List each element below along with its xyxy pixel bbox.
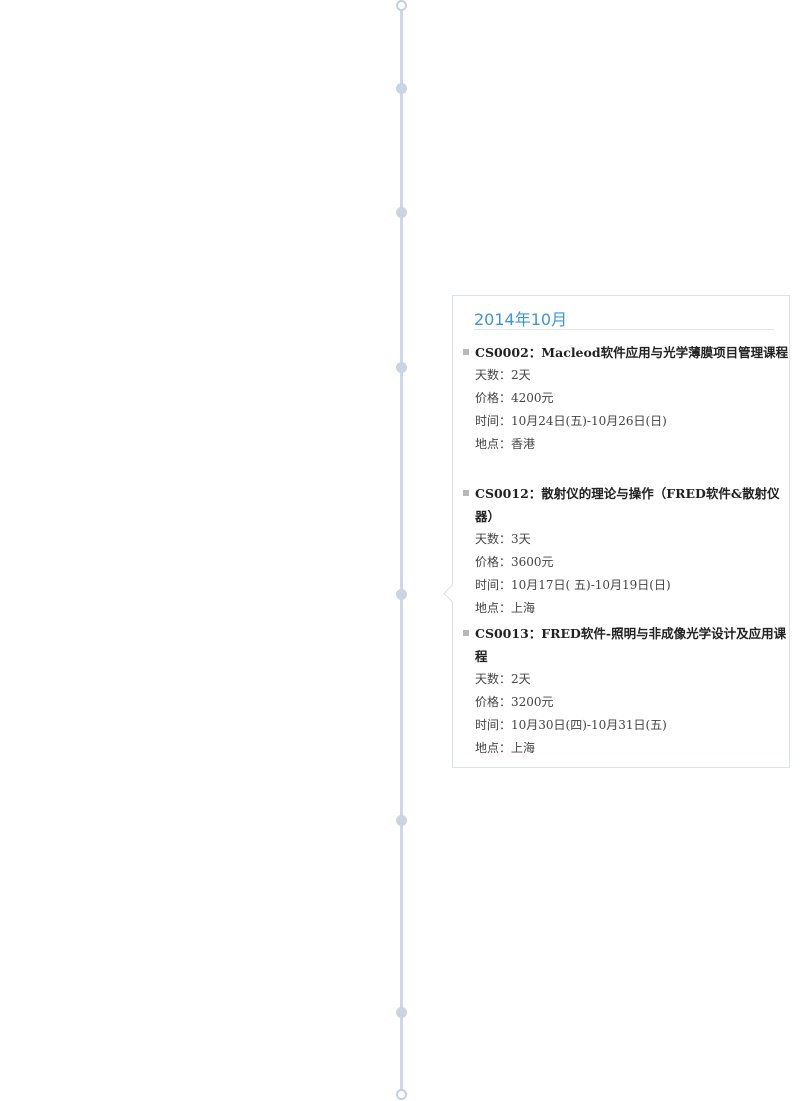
bullet-icon	[463, 490, 469, 496]
course-title[interactable]: CS0012：散射仪的理论与操作（FRED软件&散射仪器）	[463, 482, 789, 528]
course-days: 天数：2天	[475, 672, 531, 686]
course-days: 天数：3天	[475, 532, 531, 546]
course-place: 地点：上海	[475, 741, 536, 755]
course-price: 价格：3600元	[475, 555, 554, 569]
course-title-text: CS0012：散射仪的理论与操作（FRED软件&散射仪器）	[475, 486, 780, 524]
timeline-start-node	[396, 0, 407, 11]
course-place: 地点：香港	[475, 437, 536, 451]
course-days: 天数：2天	[475, 368, 531, 382]
card-arrow	[443, 584, 462, 603]
course-title-text: CS0002：Macleod软件应用与光学薄膜项目管理课程	[475, 345, 789, 360]
course-time: 时间：10月17日( 五)-10月19日(日)	[475, 578, 671, 592]
course-title-text: CS0013：FRED软件-照明与非成像光学设计及应用课程	[475, 626, 787, 664]
timeline-node[interactable]	[396, 207, 407, 218]
course-card: 2014年10月 CS0002：Macleod软件应用与光学薄膜项目管理课程 天…	[443, 295, 790, 768]
timeline-node[interactable]	[396, 815, 407, 826]
month-title: 2014年10月	[474, 310, 568, 329]
title-divider	[474, 329, 774, 330]
course-title[interactable]: CS0013：FRED软件-照明与非成像光学设计及应用课程	[463, 622, 789, 668]
bullet-icon	[463, 630, 469, 636]
timeline-node[interactable]	[396, 1007, 407, 1018]
timeline-end-node	[396, 1089, 407, 1100]
course-item: CS0012：散射仪的理论与操作（FRED软件&散射仪器） 天数：3天 价格：3…	[463, 482, 789, 620]
course-time: 时间：10月30日(四)-10月31日(五)	[475, 718, 667, 732]
timeline-node[interactable]	[396, 362, 407, 373]
course-time: 时间：10月24日(五)-10月26日(日)	[475, 414, 667, 428]
course-title[interactable]: CS0002：Macleod软件应用与光学薄膜项目管理课程	[463, 341, 789, 364]
course-place: 地点：上海	[475, 601, 536, 615]
course-price: 价格：4200元	[475, 391, 554, 405]
timeline-line	[400, 5, 403, 1095]
course-item: CS0013：FRED软件-照明与非成像光学设计及应用课程 天数：2天 价格：3…	[463, 622, 789, 760]
course-price: 价格：3200元	[475, 695, 554, 709]
timeline-node-active[interactable]	[396, 589, 407, 600]
bullet-icon	[463, 349, 469, 355]
course-item: CS0002：Macleod软件应用与光学薄膜项目管理课程 天数：2天 价格：4…	[463, 341, 789, 456]
timeline-node[interactable]	[396, 83, 407, 94]
